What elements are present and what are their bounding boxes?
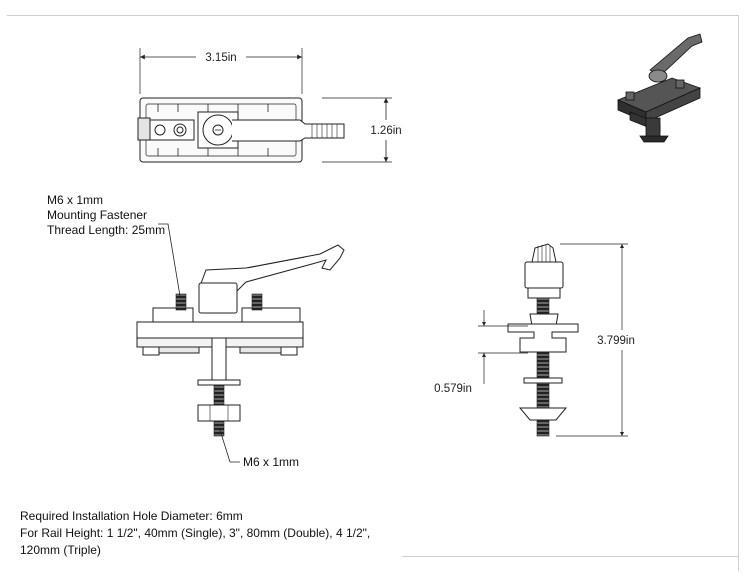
drawing-border <box>7 15 739 571</box>
dimension-height-top-label: 1.26in <box>370 125 401 137</box>
top-view <box>137 48 392 163</box>
callout-line-3: Thread Length: 25mm <box>47 223 166 237</box>
dimension-rail-gap-label: 0.579in <box>434 383 472 395</box>
dimension-width-label: 3.15in <box>205 52 236 64</box>
note-hole-diameter: Required Installation Hole Diameter: 6mm <box>20 509 243 523</box>
callout-line-1: M6 x 1mm <box>47 193 104 207</box>
drawing-border-bottom <box>402 556 738 557</box>
callout-leaders <box>158 223 240 463</box>
side-view <box>507 243 579 437</box>
dimension-total-height <box>556 243 628 437</box>
callout-bottom-thread: M6 x 1mm <box>243 455 300 469</box>
dimension-total-height-label: 3.799in <box>597 335 635 347</box>
dimension-width: 3.15in <box>140 52 302 64</box>
callout-line-2: Mounting Fastener <box>47 208 148 222</box>
dimension-rail-gap <box>478 310 528 384</box>
isometric-view <box>616 33 703 143</box>
front-view <box>136 244 345 437</box>
note-rail-height-cont: 120mm (Triple) <box>20 543 101 557</box>
note-rail-height: For Rail Height: 1 1/2", 40mm (Single), … <box>20 526 371 540</box>
callout-mounting-fastener: M6 x 1mm Mounting Fastener Thread Length… <box>47 193 165 238</box>
dimension-height-top: 1.26in <box>370 98 402 162</box>
